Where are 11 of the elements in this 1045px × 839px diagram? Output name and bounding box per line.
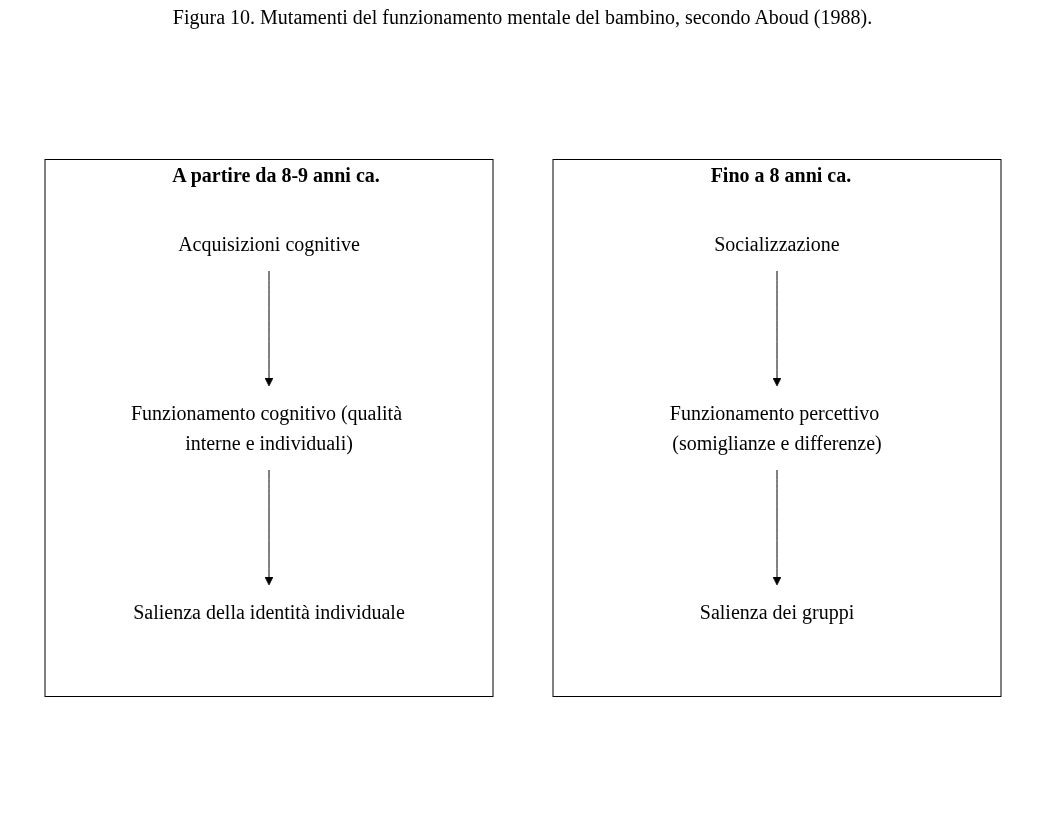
- node-text: Salienza della identità individuale: [132, 601, 405, 623]
- arrow: [264, 270, 273, 387]
- node-text: Acquisizioni cognitive: [177, 233, 360, 255]
- node-text: Socializzazione: [713, 233, 840, 255]
- figure-title: Figura 10. Mutamenti del funzionamento mentale del bambino, secondo Aboud (1988).: [171, 6, 874, 29]
- arrow: [264, 469, 273, 586]
- arrow: [772, 270, 781, 387]
- node-text: Salienza dei gruppi: [699, 601, 854, 623]
- node-text: Funzionamento percettivo (somiglianze e differenze): [669, 402, 882, 454]
- arrow: [772, 469, 781, 586]
- node-text: Funzionamento cognitivo (qualità interne e individuali): [130, 402, 402, 454]
